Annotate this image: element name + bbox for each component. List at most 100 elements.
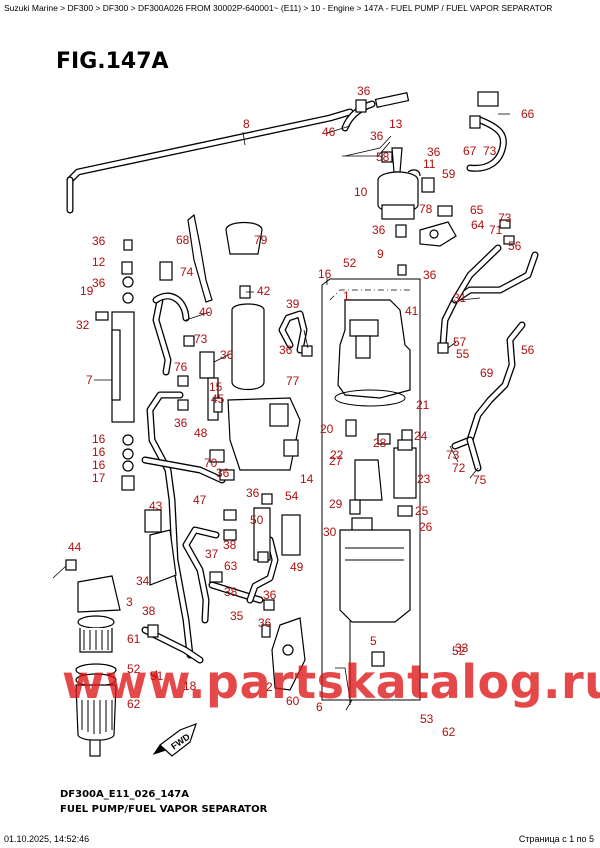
callout-29[interactable]: 29 (329, 497, 343, 511)
callout-32[interactable]: 32 (76, 318, 90, 332)
callout-36[interactable]: 36 (263, 588, 277, 602)
callout-16[interactable]: 16 (92, 445, 106, 459)
callout-73[interactable]: 73 (483, 144, 497, 158)
callout-44[interactable]: 44 (68, 540, 82, 554)
callout-27[interactable]: 27 (329, 454, 343, 468)
callout-61[interactable]: 61 (127, 632, 141, 646)
callout-75[interactable]: 75 (473, 473, 487, 487)
callout-31[interactable]: 31 (453, 291, 467, 305)
callout-49[interactable]: 49 (290, 560, 304, 574)
callout-54[interactable]: 54 (285, 489, 299, 503)
callout-46[interactable]: 46 (322, 125, 336, 139)
callout-51[interactable]: 51 (150, 669, 164, 683)
callout-56[interactable]: 56 (508, 239, 522, 253)
callout-21[interactable]: 21 (416, 398, 430, 412)
callout-52[interactable]: 52 (127, 662, 141, 676)
callout-16[interactable]: 16 (92, 458, 106, 472)
callout-16[interactable]: 16 (92, 432, 106, 446)
callout-57[interactable]: 57 (453, 335, 467, 349)
callout-22[interactable]: 22 (330, 448, 344, 462)
callout-62[interactable]: 62 (127, 697, 141, 711)
callout-72[interactable]: 72 (452, 461, 466, 475)
callout-79[interactable]: 79 (254, 233, 268, 247)
callout-36[interactable]: 36 (92, 276, 106, 290)
callout-26[interactable]: 26 (419, 520, 433, 534)
callout-65[interactable]: 65 (470, 203, 484, 217)
callout-10[interactable]: 10 (354, 185, 368, 199)
callout-43[interactable]: 43 (149, 499, 163, 513)
callout-42[interactable]: 42 (257, 284, 271, 298)
callout-52[interactable]: 52 (452, 644, 466, 658)
callout-16[interactable]: 16 (318, 267, 332, 281)
callout-39[interactable]: 39 (286, 297, 300, 311)
callout-19[interactable]: 19 (80, 284, 94, 298)
callout-12[interactable]: 12 (92, 255, 106, 269)
callout-74[interactable]: 74 (180, 265, 194, 279)
callout-38[interactable]: 38 (224, 585, 238, 599)
callout-78[interactable]: 78 (419, 202, 433, 216)
callout-62[interactable]: 62 (442, 725, 456, 739)
callout-58[interactable]: 58 (376, 150, 390, 164)
callout-1[interactable]: 1 (343, 289, 350, 303)
callout-60[interactable]: 60 (286, 694, 300, 708)
callout-73[interactable]: 73 (498, 211, 512, 225)
callout-36[interactable]: 36 (357, 84, 371, 98)
callout-18[interactable]: 18 (183, 679, 197, 693)
callout-70[interactable]: 70 (204, 456, 218, 470)
callout-52[interactable]: 52 (343, 256, 357, 270)
callout-4[interactable]: 4 (152, 668, 159, 682)
callout-40[interactable]: 40 (199, 305, 213, 319)
callout-2[interactable]: 2 (266, 680, 273, 694)
callout-36[interactable]: 36 (258, 616, 272, 630)
callout-7[interactable]: 7 (86, 373, 93, 387)
callout-36[interactable]: 36 (372, 223, 386, 237)
callout-59[interactable]: 59 (442, 167, 456, 181)
callout-37[interactable]: 37 (205, 547, 219, 561)
callout-34[interactable]: 34 (136, 574, 150, 588)
callout-36[interactable]: 36 (92, 234, 106, 248)
callout-36[interactable]: 36 (220, 348, 234, 362)
callout-76[interactable]: 76 (174, 360, 188, 374)
callout-14[interactable]: 14 (300, 472, 314, 486)
callout-47[interactable]: 47 (193, 493, 207, 507)
callout-11[interactable]: 11 (423, 157, 436, 171)
callout-66[interactable]: 66 (521, 107, 535, 121)
callout-45[interactable]: 45 (211, 392, 225, 406)
callout-56[interactable]: 56 (521, 343, 535, 357)
callout-36[interactable]: 36 (423, 268, 437, 282)
callout-5[interactable]: 5 (370, 634, 377, 648)
callout-36[interactable]: 36 (279, 343, 293, 357)
callout-67[interactable]: 67 (463, 144, 477, 158)
callout-23[interactable]: 23 (417, 472, 431, 486)
breadcrumb[interactable]: Suzuki Marine > DF300 > DF300 > DF300A02… (4, 3, 553, 13)
callout-30[interactable]: 30 (323, 525, 337, 539)
callout-3[interactable]: 3 (126, 595, 133, 609)
callout-20[interactable]: 20 (320, 422, 334, 436)
callout-68[interactable]: 68 (176, 233, 190, 247)
callout-9[interactable]: 9 (377, 247, 384, 261)
callout-77[interactable]: 77 (286, 374, 300, 388)
callout-8[interactable]: 8 (243, 117, 250, 131)
callout-36[interactable]: 36 (246, 486, 260, 500)
callout-28[interactable]: 28 (373, 436, 387, 450)
callout-48[interactable]: 48 (194, 426, 208, 440)
callout-50[interactable]: 50 (250, 513, 264, 527)
callout-38[interactable]: 38 (142, 604, 156, 618)
callout-53[interactable]: 53 (420, 712, 434, 726)
callout-25[interactable]: 25 (415, 504, 429, 518)
callout-64[interactable]: 64 (471, 218, 485, 232)
callout-71[interactable]: 71 (489, 223, 503, 237)
callout-36[interactable]: 36 (370, 129, 384, 143)
callout-17[interactable]: 17 (92, 471, 106, 485)
callout-73[interactable]: 73 (446, 448, 460, 462)
callout-63[interactable]: 63 (224, 559, 238, 573)
callout-41[interactable]: 41 (405, 304, 419, 318)
callout-24[interactable]: 24 (414, 429, 428, 443)
callout-15[interactable]: 15 (209, 380, 223, 394)
callout-33[interactable]: 33 (455, 641, 469, 655)
callout-35[interactable]: 35 (230, 609, 244, 623)
callout-6[interactable]: 6 (316, 700, 323, 714)
callout-38[interactable]: 38 (223, 538, 237, 552)
callout-36[interactable]: 36 (216, 466, 230, 480)
callout-73[interactable]: 73 (194, 332, 208, 346)
